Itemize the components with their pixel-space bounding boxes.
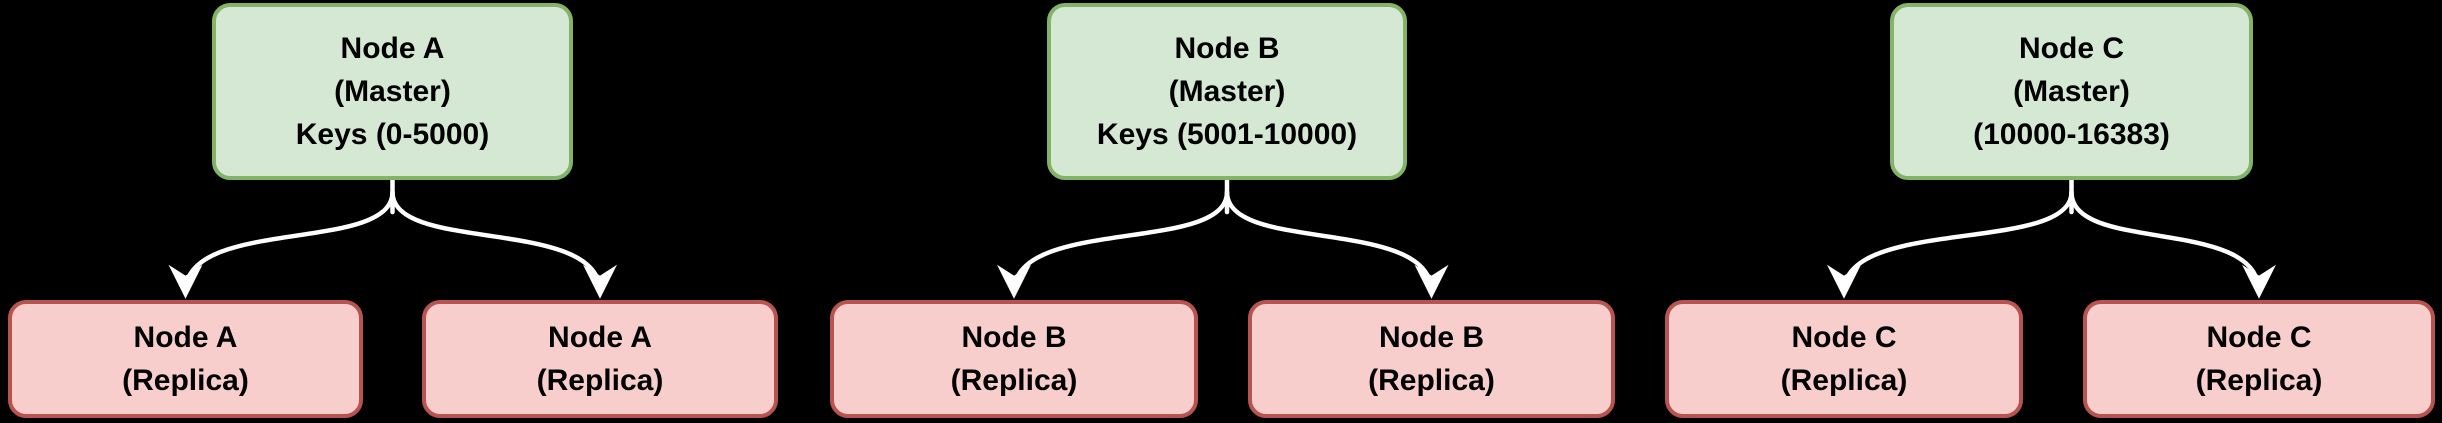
node-label-line: (Replica) — [536, 364, 664, 397]
node-label-line: Node B — [961, 321, 1067, 354]
node-label-line: Node B — [1174, 32, 1280, 65]
arrow-master-a-to-replica-a-1 — [168, 189, 395, 299]
master-node-c: Node C (Master) (10000-16383) — [1890, 3, 2253, 180]
node-label-line: Node A — [133, 321, 238, 354]
node-label-line: Node A — [548, 321, 652, 354]
node-label-line: (Master) — [334, 75, 451, 108]
node-label-line: Node C — [2206, 321, 2312, 354]
replica-node-b-1: Node B (Replica) — [830, 300, 1198, 418]
node-label-line: (Replica) — [1368, 364, 1495, 397]
node-label-line: Keys (5001-10000) — [1096, 118, 1358, 151]
node-label-line: Node C — [1791, 321, 1897, 354]
node-label-line: (10000-16383) — [1973, 118, 2170, 151]
replica-node-c-2: Node C (Replica) — [2083, 300, 2435, 418]
node-label-line: (Replica) — [1780, 364, 1908, 397]
replica-node-c-1: Node C (Replica) — [1665, 300, 2023, 418]
arrow-master-c-to-replica-c-1 — [1827, 189, 2074, 299]
node-label-line: (Replica) — [122, 364, 249, 397]
node-label-line: Keys (0-5000) — [295, 118, 490, 151]
replica-node-a-1: Node A (Replica) — [8, 300, 363, 418]
node-label-line: Node A — [340, 32, 445, 65]
replica-node-b-2: Node B (Replica) — [1248, 300, 1615, 418]
node-label-line: (Master) — [2013, 75, 2130, 108]
node-label-line: (Replica) — [950, 364, 1078, 397]
arrow-master-b-to-replica-b-1 — [997, 189, 1230, 299]
node-label-line: (Master) — [1168, 75, 1286, 108]
arrow-master-c-to-replica-c-2 — [2069, 189, 2276, 299]
master-node-a: Node A (Master) Keys (0-5000) — [212, 3, 573, 180]
arrow-master-a-to-replica-a-2 — [390, 189, 617, 299]
master-node-b: Node B (Master) Keys (5001-10000) — [1047, 3, 1407, 180]
replica-node-a-2: Node A (Replica) — [422, 300, 778, 418]
arrow-master-b-to-replica-b-2 — [1224, 189, 1449, 299]
node-label-line: Node B — [1379, 321, 1484, 354]
node-label-line: (Replica) — [2195, 364, 2323, 397]
node-label-line: Node C — [2019, 32, 2124, 65]
